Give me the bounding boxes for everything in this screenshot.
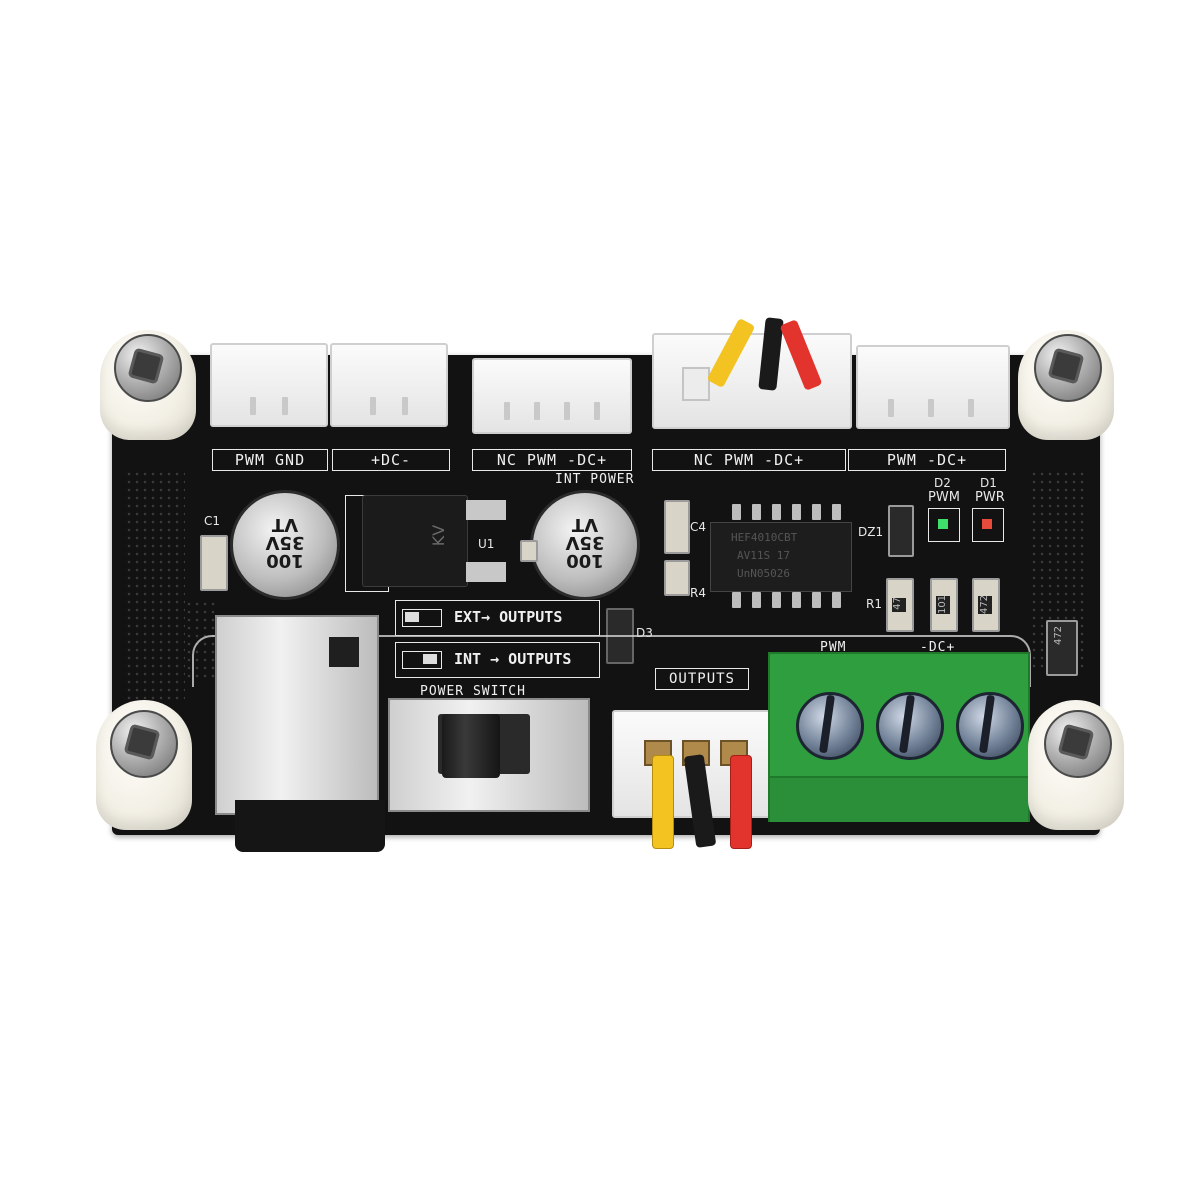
ic-line-2: AV11S 17: [737, 549, 790, 562]
voltage-regulator-u1: KV: [362, 495, 468, 587]
resistor-right-marking: 472: [979, 594, 991, 615]
ic-line-3: UnN05026: [737, 567, 790, 580]
smd-small-1: [520, 540, 538, 562]
screw-top-right[interactable]: [1034, 334, 1102, 402]
vent-holes-left: [125, 470, 185, 700]
acrylic-edge: [192, 635, 1031, 687]
dc-jack-barrel: [235, 800, 385, 852]
capacitor-c4: [664, 500, 690, 554]
ic-line-1: HEF4010CBT: [731, 531, 798, 544]
label-power-switch: POWER SWITCH: [420, 684, 526, 699]
capacitor-c1: [200, 535, 228, 591]
label-d1-pwr: PWR: [975, 490, 1005, 505]
label-u1: U1: [478, 537, 495, 551]
label-r1: R1: [866, 597, 882, 611]
screw-terminal-block: [768, 652, 1030, 822]
terminal-screw-1[interactable]: [796, 692, 864, 760]
label-dz1: DZ1: [858, 525, 884, 539]
power-switch-knob[interactable]: [442, 714, 500, 778]
resistor-far-marking: 472: [1053, 625, 1065, 646]
u1-tab-top: [466, 500, 506, 520]
standoff-bottom-right: [1028, 700, 1124, 830]
label-c1: C1: [204, 514, 221, 528]
u1-tab-bottom: [466, 562, 506, 582]
standoff-top-right: [1018, 330, 1114, 440]
electrolytic-capacitor-left: 100 35V VT: [230, 490, 340, 600]
wire-yellow-bottom: [652, 755, 674, 849]
screw-bottom-right[interactable]: [1044, 710, 1112, 778]
standoff-bottom-left: [96, 700, 192, 830]
outputs-box: OUTPUTS: [655, 668, 749, 690]
label-terminal-pwm: PWM: [820, 640, 847, 655]
r1-marking: 47: [891, 597, 903, 610]
cap-mid-text: 100 35V VT: [565, 514, 605, 571]
ic-pins-top: [730, 502, 850, 522]
connector-nc-pwm-dc-2[interactable]: [652, 333, 852, 429]
silk-box-5: PWM -DC+: [848, 449, 1006, 471]
silk-box-2: +DC-: [332, 449, 450, 471]
label-int-power: INT POWER: [555, 472, 635, 487]
logic-ic: HEF4010CBT AV11S 17 UnN05026: [710, 522, 852, 592]
ic-pins-bottom: [730, 590, 850, 612]
power-switch[interactable]: [388, 698, 590, 812]
resistor-r1: 47: [886, 578, 914, 632]
terminal-screw-2[interactable]: [876, 692, 944, 760]
resistor-mid-marking: 101: [937, 594, 949, 615]
label-pwm-dc: PWM -DC+: [886, 451, 968, 469]
resistor-r4: [664, 560, 690, 596]
standoff-top-left: [100, 330, 196, 440]
label-nc-pwm-dc-1: NC PWM -DC+: [496, 451, 608, 469]
screw-top-left[interactable]: [114, 334, 182, 402]
connector-pwm-gnd[interactable]: [210, 343, 328, 427]
connector-nc-pwm-dc-1[interactable]: [472, 358, 632, 434]
wire-red-bottom: [730, 755, 752, 849]
label-outputs: OUTPUTS: [668, 671, 735, 687]
silk-box-4: NC PWM -DC+: [652, 449, 846, 471]
int-outputs-box: INT → OUTPUTS: [395, 642, 600, 678]
resistor-mid: 101: [930, 578, 958, 632]
led-d1: [972, 508, 1004, 542]
dc-jack-housing: [215, 615, 379, 815]
screw-bottom-left[interactable]: [110, 710, 178, 778]
label-r4: R4: [690, 586, 706, 600]
zener-dz1: [888, 505, 914, 557]
connector-dc[interactable]: [330, 343, 448, 427]
label-pwm-gnd: PWM GND: [234, 451, 306, 469]
label-terminal-dc: -DC+: [920, 640, 956, 655]
label-d2-pwm: PWM: [928, 490, 960, 505]
u1-marking: KV: [429, 524, 449, 547]
label-nc-pwm-dc-2: NC PWM -DC+: [693, 451, 805, 469]
label-dc: +DC-: [370, 451, 412, 469]
label-c4: C4: [690, 520, 707, 534]
label-d2: D2: [934, 476, 951, 490]
label-d1: D1: [980, 476, 997, 490]
silk-box-3: NC PWM -DC+: [472, 449, 632, 471]
led-d2: [928, 508, 960, 542]
terminal-screw-3[interactable]: [956, 692, 1024, 760]
connector-pwm-dc[interactable]: [856, 345, 1010, 429]
electrolytic-capacitor-middle: 100 35V VT: [530, 490, 640, 600]
int-outputs-label: INT → OUTPUTS: [454, 650, 572, 668]
silk-box-1: PWM GND: [212, 449, 328, 471]
cap-left-text: 100 35V VT: [265, 514, 305, 571]
resistor-right: 472: [972, 578, 1000, 632]
ext-outputs-box: EXT→ OUTPUTS: [395, 600, 600, 636]
ext-outputs-label: EXT→ OUTPUTS: [454, 608, 563, 626]
resistor-far-right: 472: [1046, 620, 1078, 676]
